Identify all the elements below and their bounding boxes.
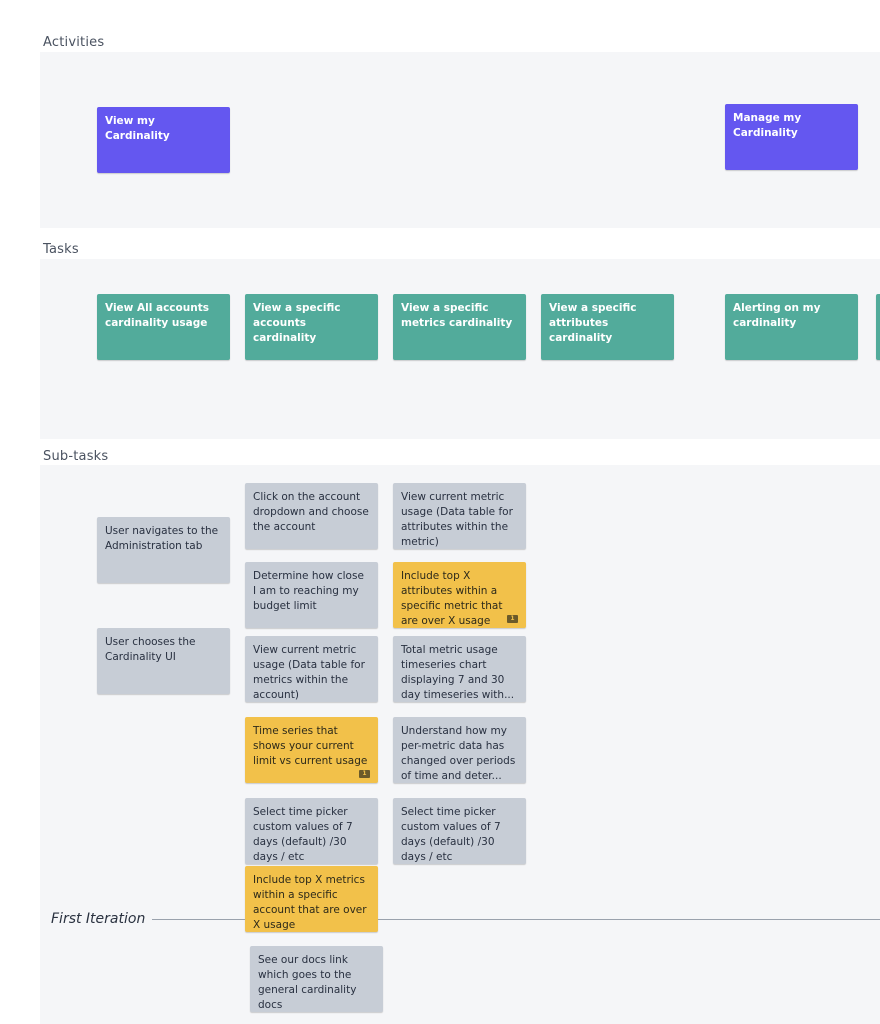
card-text: Alerting on my cardinality [733,302,821,329]
card-text: View my Cardinality [105,115,170,142]
card-text: Include top X attributes within a specif… [401,570,503,627]
task-card-specific-metric[interactable]: View a specific metrics cardinality [393,294,526,360]
subtask-card-top-attributes[interactable]: Include top X attributes within a specif… [393,562,526,628]
subtask-card-account-dropdown[interactable]: Click on the account dropdown and choose… [245,483,378,549]
subtask-card-choose-cardinality-ui[interactable]: User chooses the Cardinality UI [97,628,230,694]
section-label-activities: Activities [43,35,105,50]
task-card-alerting[interactable]: Alerting on my cardinality [725,294,858,360]
card-text: View current metric usage (Data table fo… [253,644,365,701]
task-card-specific-attributes[interactable]: View a specific attributes cardinality [541,294,674,360]
card-text: Understand how my per-metric data has ch… [401,725,516,782]
section-label-tasks: Tasks [43,242,79,257]
card-text: Determine how close I am to reaching my … [253,570,364,612]
subtask-card-navigate-admin[interactable]: User navigates to the Administration tab [97,517,230,583]
subtask-card-per-metric-change[interactable]: Understand how my per-metric data has ch… [393,717,526,783]
card-text: Select time picker custom values of 7 da… [401,806,501,863]
subtask-card-limit-timeseries[interactable]: Time series that shows your current limi… [245,717,378,783]
iteration-divider-left [152,919,245,920]
card-text: View a specific attributes cardinality [549,302,637,344]
subtask-card-top-metrics[interactable]: Include top X metrics within a specific … [245,866,378,932]
subtask-card-docs-link[interactable]: See our docs link which goes to the gene… [250,946,383,1012]
card-text: View a specific accounts cardinality [253,302,341,344]
iteration-divider-right [378,919,880,920]
comment-icon[interactable]: 1 [507,615,518,623]
task-card-specific-account[interactable]: View a specific accounts cardinality [245,294,378,360]
card-text: User navigates to the Administration tab [105,525,219,552]
card-text: View a specific metrics cardinality [401,302,513,329]
card-text: Total metric usage timeseries chart disp… [401,644,515,701]
subtask-card-budget-limit[interactable]: Determine how close I am to reaching my … [245,562,378,628]
card-text: View current metric usage (Data table fo… [401,491,513,548]
card-text: Manage my Cardinality [733,112,802,139]
iteration-label: First Iteration [51,911,146,927]
subtask-card-metric-usage-table[interactable]: View current metric usage (Data table fo… [245,636,378,702]
task-card-partial[interactable] [876,294,880,360]
subtask-card-attributes-table[interactable]: View current metric usage (Data table fo… [393,483,526,549]
card-text: View All accounts cardinality usage [105,302,209,329]
card-text: Time series that shows your current limi… [253,725,368,767]
section-label-subtasks: Sub-tasks [43,449,109,464]
task-card-all-accounts[interactable]: View All accounts cardinality usage [97,294,230,360]
activity-card-manage-cardinality[interactable]: Manage my Cardinality [725,104,858,170]
subtask-card-metric-timeseries[interactable]: Total metric usage timeseries chart disp… [393,636,526,702]
card-text: Select time picker custom values of 7 da… [253,806,353,863]
subtask-card-time-picker-account[interactable]: Select time picker custom values of 7 da… [245,798,378,864]
card-text: Click on the account dropdown and choose… [253,491,369,533]
subtask-card-time-picker-metric[interactable]: Select time picker custom values of 7 da… [393,798,526,864]
comment-icon[interactable]: 1 [359,770,370,778]
card-text: User chooses the Cardinality UI [105,636,196,663]
activity-card-view-cardinality[interactable]: View my Cardinality [97,107,230,173]
card-text: Include top X metrics within a specific … [253,874,367,931]
card-text: See our docs link which goes to the gene… [258,954,357,1011]
